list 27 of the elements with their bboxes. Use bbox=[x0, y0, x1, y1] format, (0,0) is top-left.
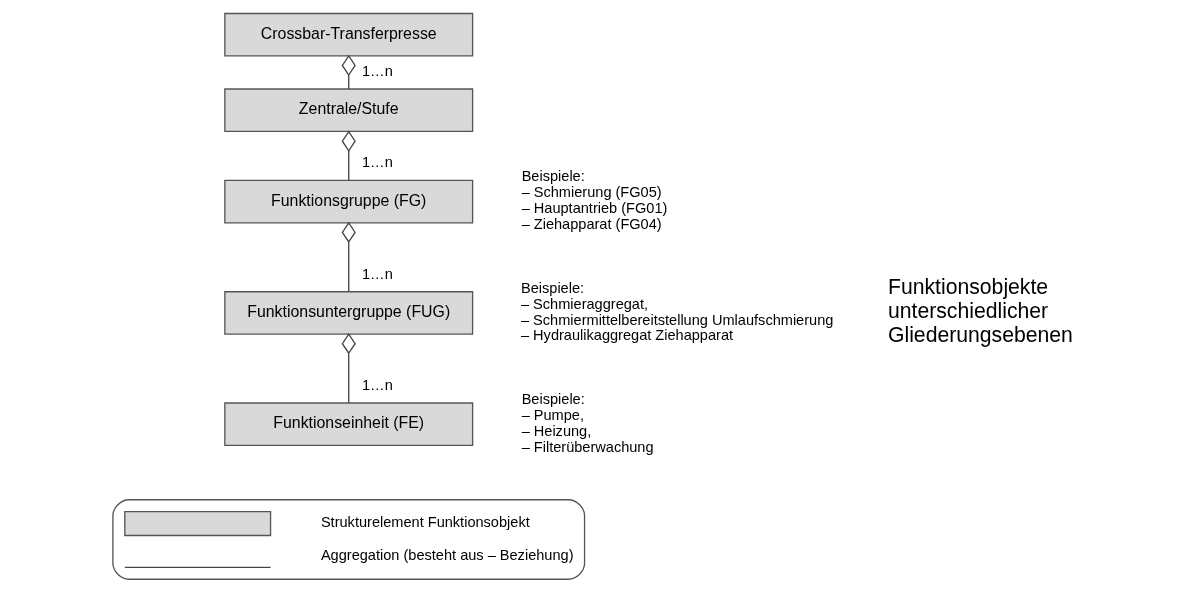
node-label: – Ziehapparat (FG04) bbox=[521, 216, 662, 233]
node-box: Funktionsgruppe (FG) bbox=[224, 179, 474, 224]
legend-label: Strukturelement Funktionsobjekt bbox=[320, 514, 530, 531]
node-label: – Hauptantrieb (FG01) bbox=[521, 200, 668, 217]
node-label: Beispiele: bbox=[521, 391, 585, 408]
node-box: Funktionseinheit (FE) bbox=[224, 402, 474, 447]
node-label: – Hydraulikaggregat Ziehapparat bbox=[520, 327, 734, 344]
edge-label: 1…n bbox=[362, 376, 393, 393]
node-box: Crossbar-Transferpresse bbox=[224, 12, 474, 57]
connector bbox=[341, 332, 356, 404]
node-label: – Pumpe, bbox=[521, 406, 584, 423]
node-label: – Schmiermittelbereitstellung Umlaufschmierung bbox=[520, 311, 834, 328]
node-label: – Schmierung (FG05) bbox=[521, 184, 662, 201]
connector bbox=[341, 130, 356, 181]
edge-label: 1…n bbox=[362, 63, 393, 80]
node-label: – Heizung, bbox=[521, 422, 592, 439]
node-label: – Filterüberwachung bbox=[521, 438, 654, 455]
edge-label: 1…n bbox=[362, 154, 393, 171]
connector bbox=[341, 221, 356, 293]
edge-label: 1…n bbox=[362, 265, 393, 282]
legend-label: Aggregation (besteht aus – Beziehung) bbox=[320, 547, 574, 564]
node-box: Funktionsuntergruppe (FUG) bbox=[224, 291, 474, 335]
node-label: Beispiele: bbox=[520, 279, 585, 296]
node-label: Beispiele: bbox=[521, 168, 585, 185]
node-label: – Schmieraggregat, bbox=[520, 295, 649, 312]
label: Funktionsobjekte unterschiedlicher Gliederungsebenen bbox=[887, 275, 1073, 346]
node-box: Zentrale/Stufe bbox=[224, 88, 474, 133]
